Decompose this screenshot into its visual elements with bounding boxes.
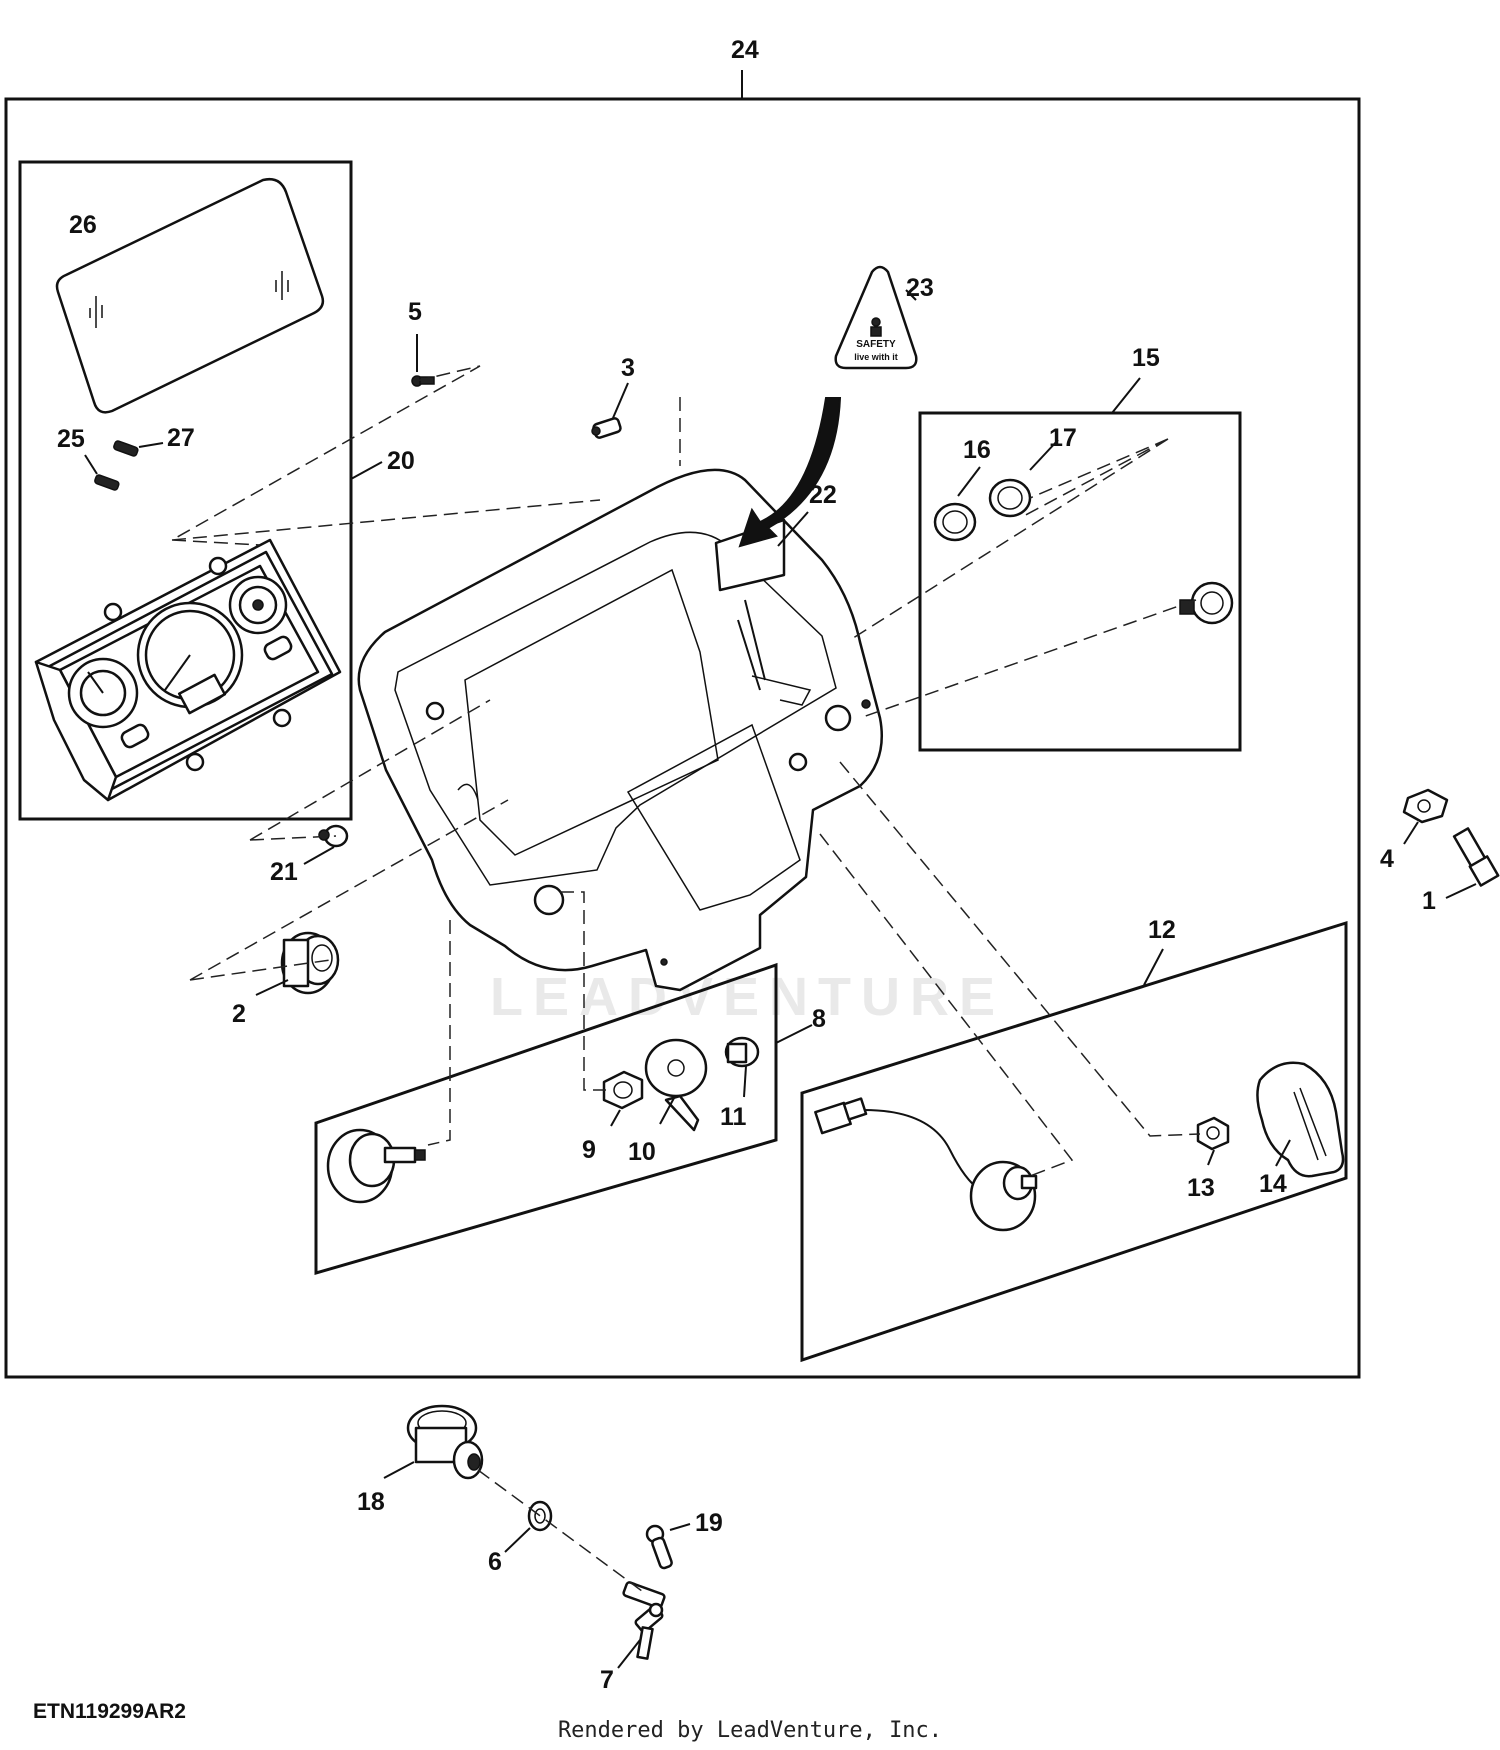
pointer-arrow (738, 397, 842, 548)
ignition-switch-part-18 (406, 1404, 484, 1480)
callout-3: 3 (621, 354, 635, 382)
leader-22 (777, 511, 809, 547)
leader-23 (905, 289, 917, 301)
callout-8: 8 (812, 1005, 826, 1033)
leader-4 (1403, 821, 1419, 845)
leader-9 (610, 1109, 621, 1127)
leader-20 (350, 461, 383, 480)
knob-part-14 (1256, 1061, 1345, 1178)
outlet-part-2 (280, 931, 340, 995)
drawing-code: ETN119299AR2 (33, 1700, 186, 1723)
leader-17 (1029, 439, 1059, 471)
callout-20: 20 (387, 447, 415, 475)
callout-11: 11 (720, 1103, 747, 1131)
leader-15 (1111, 377, 1141, 414)
clip-part-3 (591, 417, 622, 439)
dash-panel-part-22 (357, 468, 884, 992)
screw-part-27 (113, 440, 139, 457)
callout-13: 13 (1187, 1174, 1215, 1202)
leader-27 (138, 442, 164, 448)
key-part-7 (622, 1581, 666, 1660)
lens-part-26 (55, 178, 325, 414)
callout-27: 27 (167, 424, 195, 452)
callout-10: 10 (628, 1138, 656, 1166)
connector-box12 (814, 1097, 1038, 1232)
knob-part-10 (644, 1038, 708, 1132)
leader-7 (617, 1639, 641, 1669)
leader-16 (957, 466, 981, 497)
assembly-box-24 (4, 97, 1361, 1379)
box-15 (918, 411, 1242, 752)
callout-7: 7 (600, 1666, 614, 1694)
render-credit: Rendered by LeadVenture, Inc. (557, 1718, 943, 1743)
callout-18: 18 (357, 1488, 385, 1516)
nut-part-9 (602, 1070, 644, 1110)
switch-assembly-box8 (326, 1128, 426, 1204)
callout-9: 9 (582, 1136, 596, 1164)
screw-part-25 (94, 474, 120, 491)
nut-part-4 (1402, 788, 1449, 824)
callout-23: 23 (906, 274, 934, 302)
leader-12 (1143, 948, 1164, 986)
callout-22: 22 (809, 481, 837, 509)
cap-part-11 (724, 1036, 760, 1068)
nut-part-13 (1196, 1116, 1230, 1151)
callout-25: 25 (57, 425, 85, 453)
leader-6 (504, 1527, 531, 1553)
leader-14 (1275, 1139, 1291, 1167)
box-12 (800, 920, 1348, 1363)
callout-12: 12 (1148, 916, 1176, 944)
callout-4: 4 (1380, 845, 1394, 873)
callout-26: 26 (69, 211, 97, 239)
leader-13 (1207, 1149, 1215, 1166)
leader-21 (303, 846, 335, 865)
assembly-lines (171, 365, 1201, 1595)
leader-25 (84, 454, 98, 475)
ring-part-16 (933, 502, 977, 542)
callout-5: 5 (408, 298, 422, 326)
ring-part-17 (988, 478, 1032, 518)
safety-decal-part-23: SAFETY live with it (834, 265, 918, 370)
leader-10 (659, 1097, 675, 1125)
callout-15: 15 (1132, 344, 1160, 372)
callout-24: 24 (731, 36, 759, 64)
leader-2 (255, 979, 289, 996)
screw-part-5 (411, 375, 435, 387)
leader-1 (1445, 883, 1477, 899)
bolt-part-1 (1452, 827, 1500, 887)
callout-1: 1 (1422, 887, 1436, 915)
leader-18 (383, 1461, 415, 1479)
leader-8 (775, 1024, 813, 1044)
callout-14: 14 (1259, 1170, 1287, 1198)
callouts: 24 26 5 3 23 15 25 27 20 16 17 22 4 1 21… (57, 36, 1436, 1694)
decal-line2: live with it (854, 352, 898, 362)
leader-3 (612, 382, 629, 419)
box-8 (314, 962, 778, 1275)
leader-19 (669, 1523, 691, 1531)
switch-part-box15 (1179, 581, 1234, 625)
callout-16: 16 (963, 436, 991, 464)
decal-line1: SAFETY (856, 339, 896, 350)
callout-2: 2 (232, 1000, 246, 1028)
callout-19: 19 (695, 1509, 723, 1537)
callout-21: 21 (270, 858, 298, 886)
knob-part-21 (318, 824, 349, 848)
tag-part-19 (645, 1524, 673, 1570)
leader-11 (743, 1065, 747, 1098)
instrument-cluster (34, 538, 342, 802)
callout-6: 6 (488, 1548, 502, 1576)
callout-17: 17 (1049, 424, 1077, 452)
nut-part-6 (527, 1500, 553, 1532)
cluster-box-20 (18, 160, 353, 821)
